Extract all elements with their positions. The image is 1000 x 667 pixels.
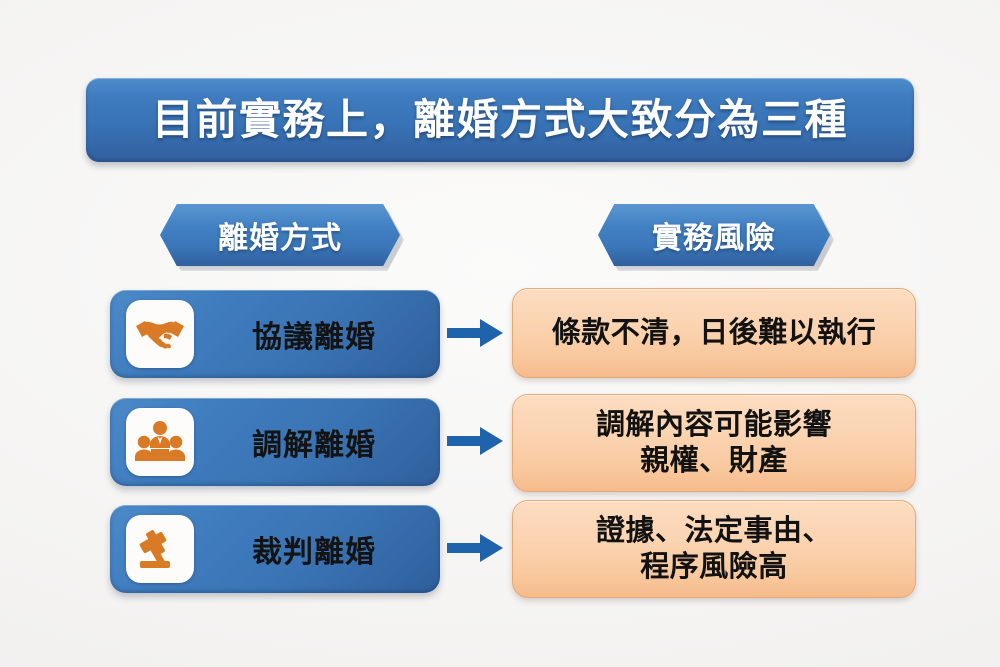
arrow-right-icon [447, 421, 509, 461]
risk-line: 條款不清，日後難以執行 [551, 316, 877, 349]
risk-card: 條款不清，日後難以執行 [512, 288, 916, 378]
risk-line: 程序風險高 [640, 551, 788, 583]
risk-line: 調解內容可能影響 [595, 408, 832, 441]
method-label: 調解離婚 [252, 429, 376, 462]
arrow-right-icon [447, 528, 509, 568]
column-header-method: 離婚方式 [160, 204, 400, 266]
method-label: 協議離婚 [252, 321, 376, 354]
risk-card: 證據、法定事由、 程序風險高 [512, 500, 916, 598]
arrow-right-icon [447, 313, 509, 353]
title-banner: 目前實務上，離婚方式大致分為三種 [86, 78, 914, 162]
method-card[interactable]: 調解離婚 [110, 398, 440, 486]
gavel-icon [126, 515, 194, 583]
column-header-risk-label: 實務風險 [652, 222, 776, 255]
column-header-method-label: 離婚方式 [218, 222, 342, 255]
method-label: 裁判離婚 [252, 536, 376, 569]
method-card[interactable]: 裁判離婚 [110, 505, 440, 593]
risk-line: 親權、財產 [640, 445, 788, 477]
risk-card: 調解內容可能影響 親權、財產 [512, 394, 916, 492]
risk-line: 證據、法定事由、 [595, 514, 832, 547]
page-title: 目前實務上，離婚方式大致分為三種 [151, 96, 848, 143]
handshake-icon [126, 300, 194, 368]
method-card[interactable]: 協議離婚 [110, 290, 440, 378]
mediation-group-icon [126, 408, 194, 476]
column-header-risk: 實務風險 [598, 204, 830, 266]
